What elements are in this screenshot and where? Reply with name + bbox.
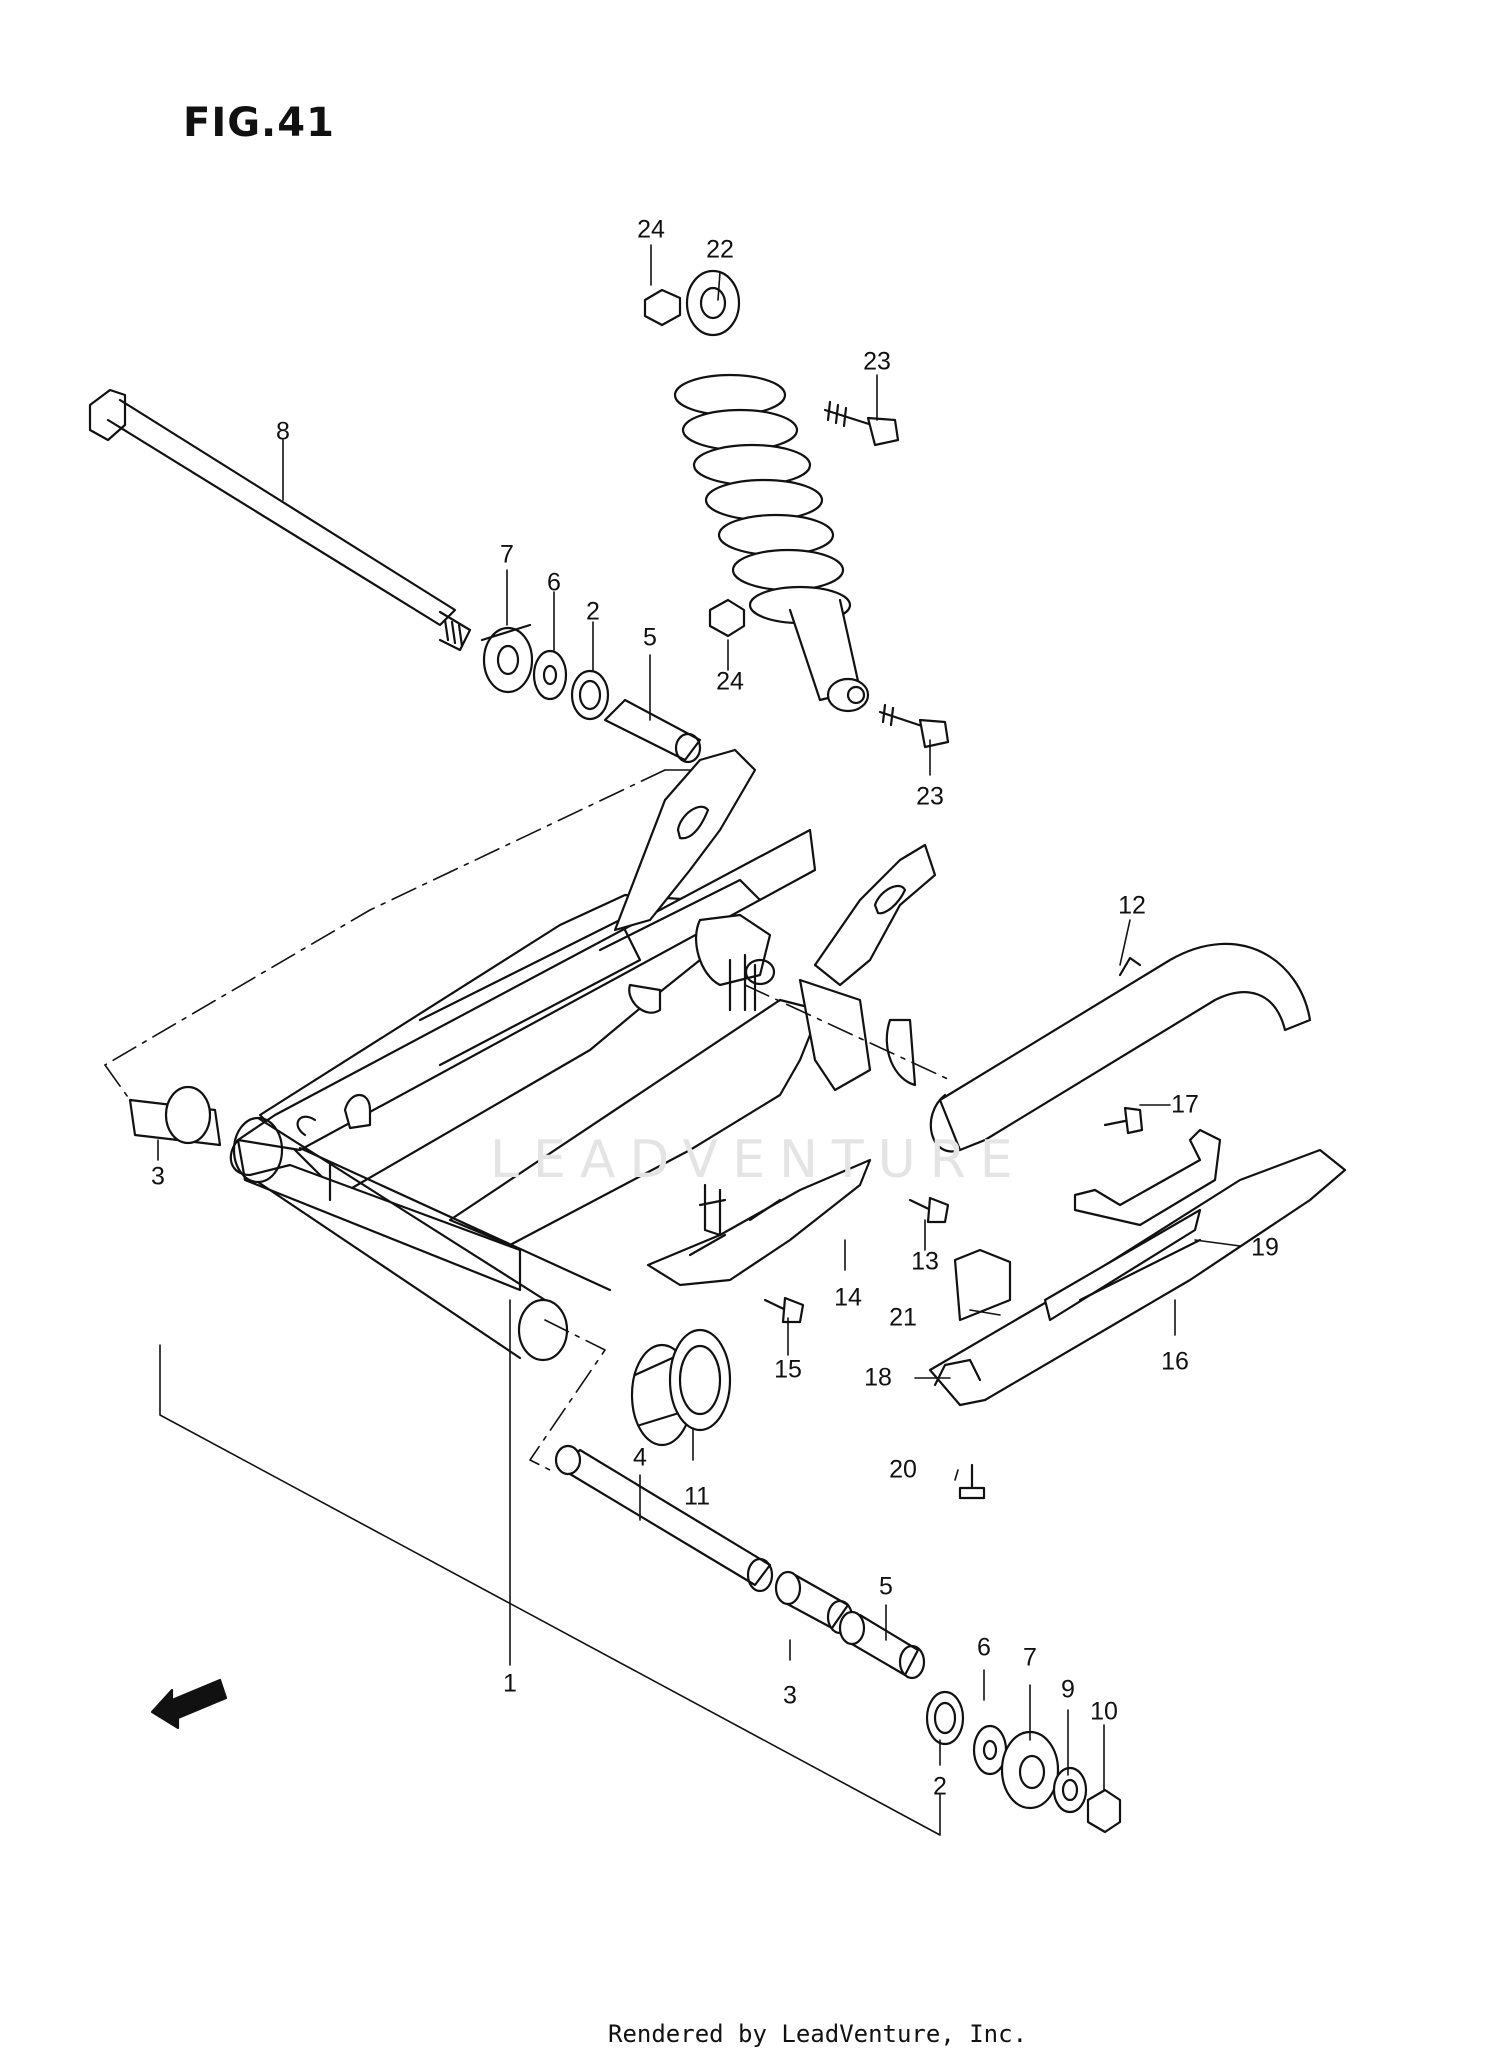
callout-7a: 7 <box>500 540 514 569</box>
callout-9: 9 <box>1061 1675 1075 1704</box>
callout-10: 10 <box>1090 1697 1118 1726</box>
callout-11: 11 <box>684 1482 710 1511</box>
callout-5b: 5 <box>879 1572 893 1601</box>
callout-23b: 23 <box>916 782 944 811</box>
callout-leaders <box>158 245 1240 1790</box>
chain-guide <box>648 1160 870 1285</box>
callout-16: 16 <box>1161 1347 1189 1376</box>
callout-17: 17 <box>1171 1090 1199 1119</box>
leader-lines <box>105 770 950 1470</box>
callout-20: 20 <box>889 1455 917 1484</box>
callout-7b: 7 <box>1023 1643 1037 1672</box>
callout-6b: 6 <box>977 1633 991 1662</box>
fasteners <box>645 290 1142 1498</box>
assembly-bracket <box>160 1345 940 1835</box>
left-spacer-set <box>482 625 700 762</box>
callout-21: 21 <box>889 1303 917 1332</box>
callout-18: 18 <box>864 1363 892 1392</box>
callout-8: 8 <box>276 417 290 446</box>
callout-24b: 24 <box>716 667 744 696</box>
chain-case <box>931 944 1310 1152</box>
callout-23a: 23 <box>863 347 891 376</box>
callout-4: 4 <box>633 1443 647 1472</box>
right-spacer-set <box>556 1446 1120 1832</box>
callout-14: 14 <box>834 1283 862 1312</box>
pivot-shaft <box>90 390 470 650</box>
callout-3a: 3 <box>151 1162 165 1191</box>
rear-shock-absorber <box>675 271 868 711</box>
callout-5a: 5 <box>643 623 657 652</box>
bushing-11 <box>632 1330 730 1445</box>
footer-credit: Rendered by LeadVenture, Inc. <box>608 2020 1028 2048</box>
callout-12: 12 <box>1118 891 1146 920</box>
callout-6a: 6 <box>547 568 561 597</box>
callout-1: 1 <box>503 1669 517 1698</box>
callout-22: 22 <box>706 235 734 264</box>
callout-24a: 24 <box>637 215 665 244</box>
callout-13: 13 <box>911 1247 939 1276</box>
skid-plate <box>930 1130 1345 1405</box>
callout-19: 19 <box>1251 1233 1279 1262</box>
callout-2b: 2 <box>933 1772 947 1801</box>
callout-3b: 3 <box>783 1681 797 1710</box>
forward-arrow-icon <box>152 1680 226 1728</box>
figure-title: FIG.41 <box>183 100 335 146</box>
callout-2a: 2 <box>586 597 600 626</box>
watermark: LEADVENTURE <box>490 1130 1027 1190</box>
callout-15: 15 <box>774 1355 802 1384</box>
swing-arm <box>130 750 935 1360</box>
